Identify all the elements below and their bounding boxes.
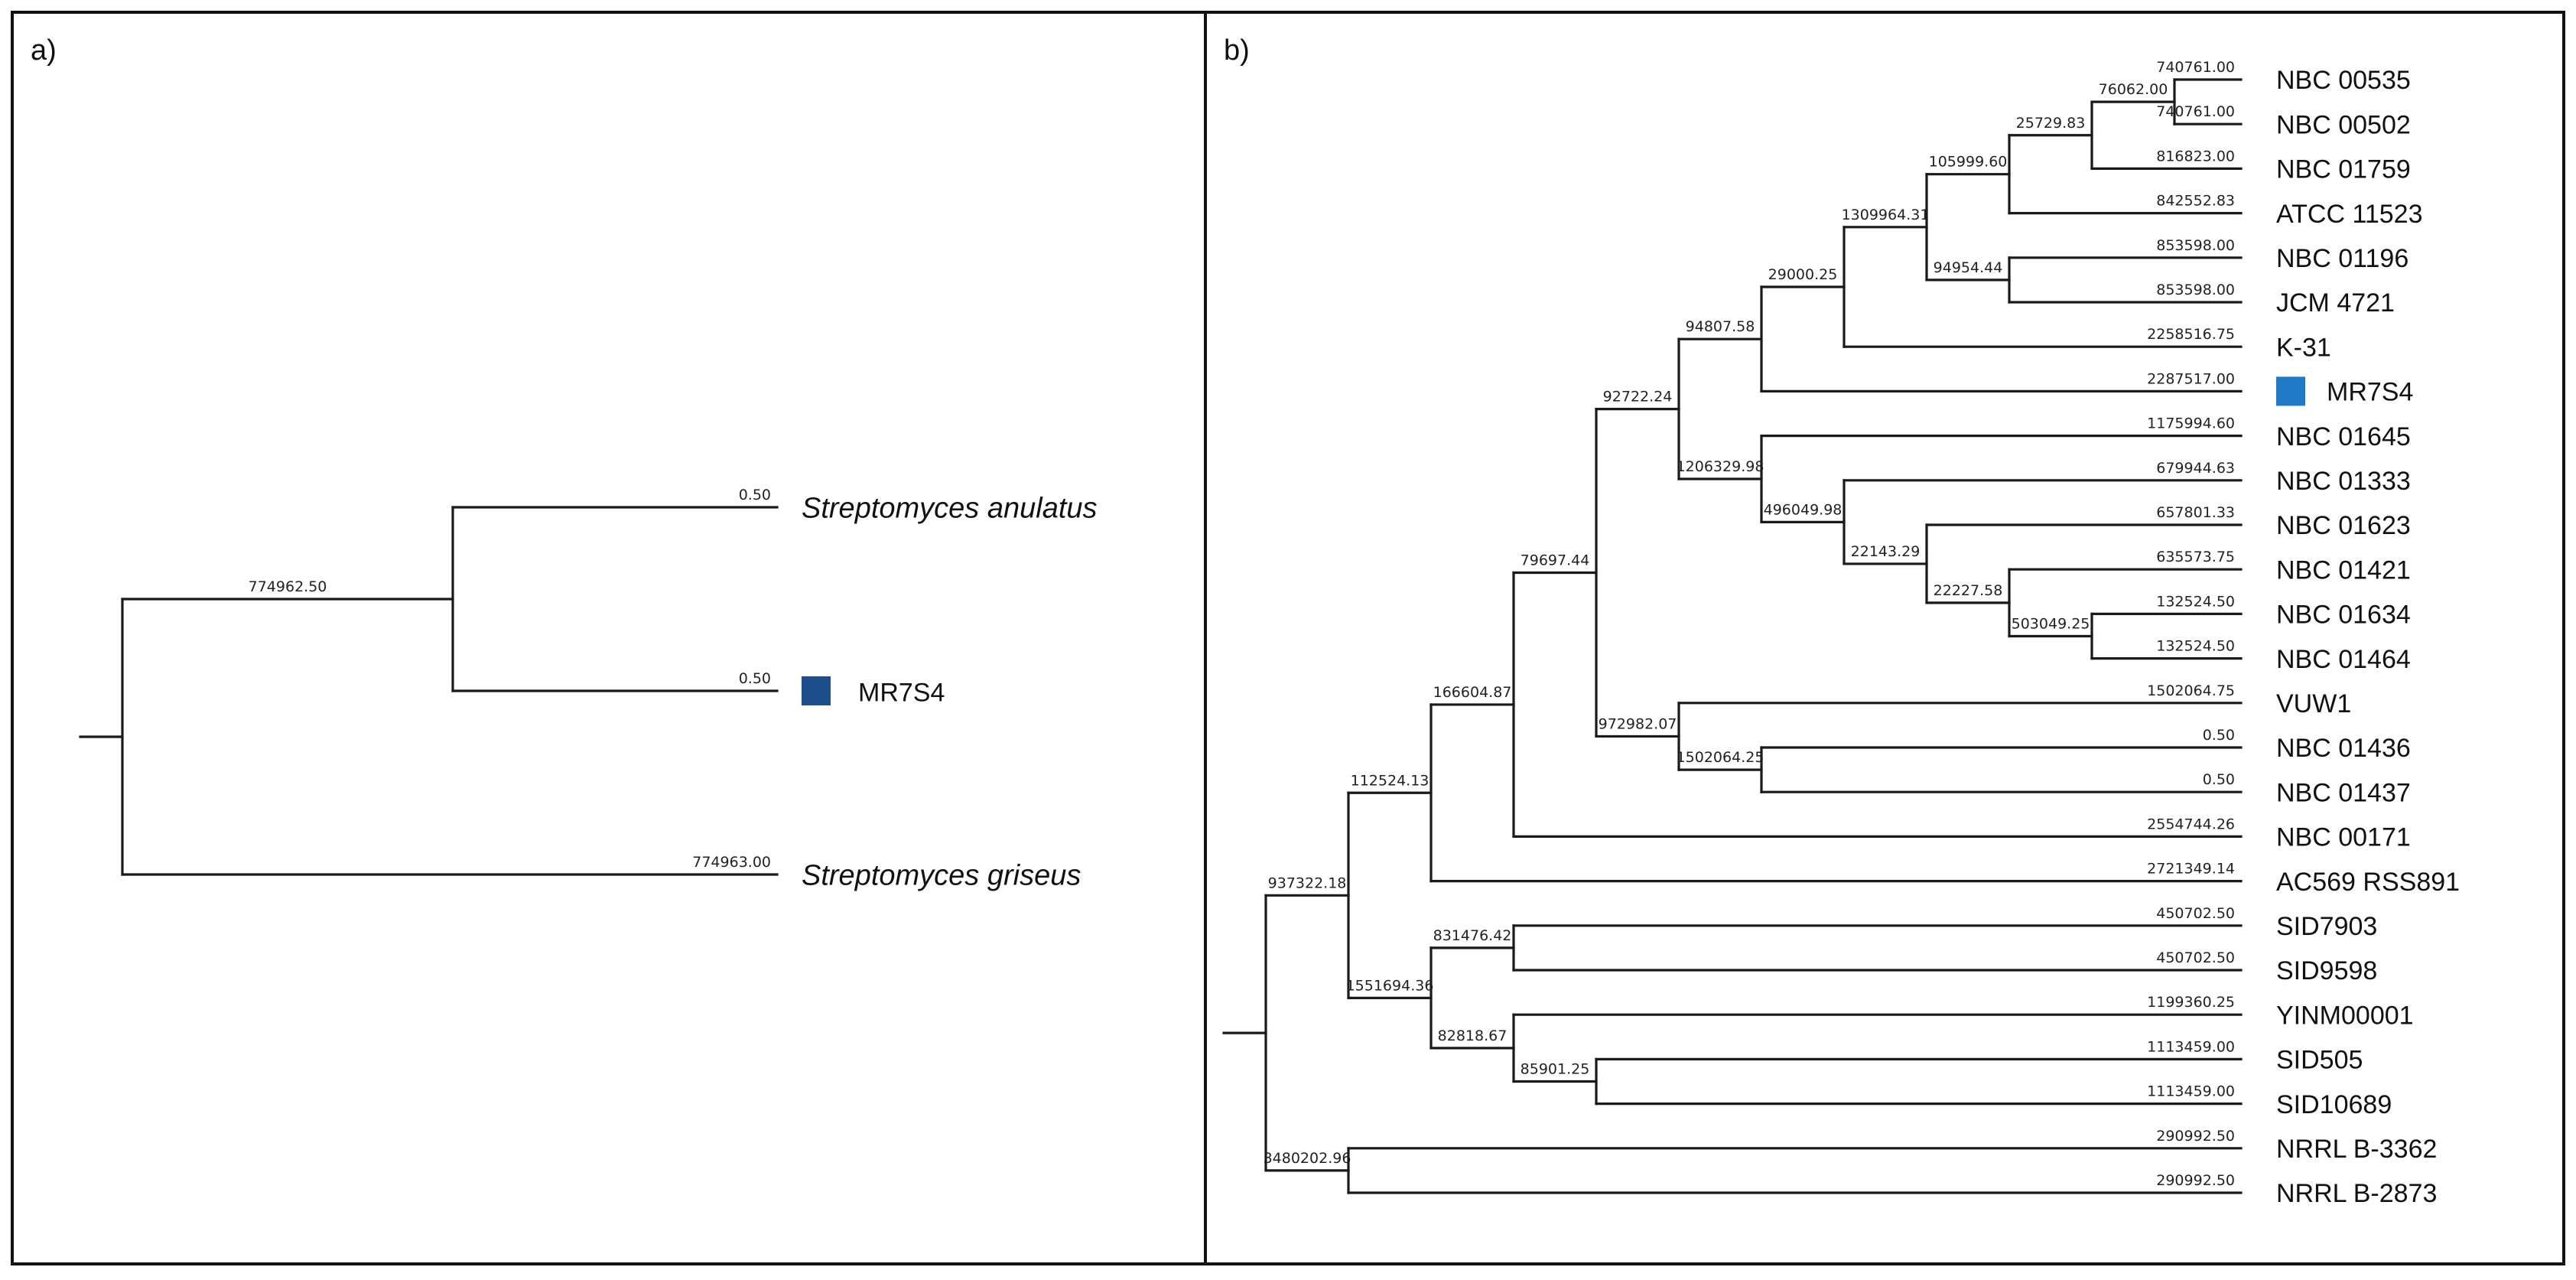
branch-length-label: 29000.25 xyxy=(1768,266,1838,283)
leaf-label-sid10689: SID10689 xyxy=(2276,1090,2392,1119)
leaf-label-jcm-4721: JCM 4721 xyxy=(2276,288,2395,318)
leaf-label-nbc-01623: NBC 01623 xyxy=(2276,511,2411,540)
branch-length-label: 2721349.14 xyxy=(2147,861,2235,878)
branch-length-label: 92722.24 xyxy=(1603,389,1673,405)
branch-length-label: 635573.75 xyxy=(2156,549,2235,565)
branch-length-label: 740761.00 xyxy=(2156,103,2235,120)
branch-length-label: 657801.33 xyxy=(2156,504,2235,521)
leaf-label-nbc-01634: NBC 01634 xyxy=(2276,601,2411,630)
branch-length-label: 450702.50 xyxy=(2156,949,2235,966)
leaf-label-ac569-rss891: AC569 RSS891 xyxy=(2276,868,2460,897)
branch-length-label: 82818.67 xyxy=(1438,1028,1508,1044)
leaf-label-nbc-01464: NBC 01464 xyxy=(2276,645,2411,674)
branch-length-label: 2554744.26 xyxy=(2147,816,2235,832)
branch-length-label: 112524.13 xyxy=(1351,772,1429,789)
branch-length-label: 76062.00 xyxy=(2099,81,2168,98)
branch-length-label: 831476.42 xyxy=(1433,927,1512,944)
leaf-label-nbc-01421: NBC 01421 xyxy=(2276,555,2411,585)
leaf-label-yinm00001: YINM00001 xyxy=(2276,1001,2414,1030)
leaf-label-nbc-00502: NBC 00502 xyxy=(2276,110,2411,139)
leaf-label-mr7s4: MR7S4 xyxy=(858,679,945,708)
branch-length-label: 22227.58 xyxy=(1934,582,2003,599)
leaf-label-atcc-11523: ATCC 11523 xyxy=(2276,200,2423,229)
branch-length-label: 740761.00 xyxy=(2156,59,2235,76)
branch-length-label: 166604.87 xyxy=(1433,684,1512,701)
branch-length-label: 853598.00 xyxy=(2156,237,2235,254)
branch-length-label: 853598.00 xyxy=(2156,282,2235,298)
branch-length-label: 22143.29 xyxy=(1851,543,1921,560)
branch-length-label: 1309964.31 xyxy=(1842,207,1930,223)
branch-length-label: 2287517.00 xyxy=(2147,370,2235,387)
panel-b-tree: 937322.18 112524.13 166604.87 79697.44 92722… xyxy=(1222,59,2460,1208)
branch-length-label: 94807.58 xyxy=(1686,318,1755,335)
branch-length-label: 972982.07 xyxy=(1599,715,1677,732)
branch-length-label: 816823.00 xyxy=(2156,148,2235,164)
branch-length-label: 1113459.00 xyxy=(2147,1038,2235,1055)
branch-length-label: 25729.83 xyxy=(2016,115,2086,132)
branch-length-label: 937322.18 xyxy=(1268,875,1347,891)
branch-length-label: 290992.50 xyxy=(2156,1128,2235,1145)
panel-a-label: a) xyxy=(31,34,57,67)
branch-length-label: 105999.60 xyxy=(1929,154,2008,171)
branch-length-label: 1206329.98 xyxy=(1677,458,1764,475)
branch-length-label: 132524.50 xyxy=(2156,593,2235,610)
panel-a-frame xyxy=(11,11,1207,1265)
leaf-label-nbc-01333: NBC 01333 xyxy=(2276,467,2411,496)
branch-length-label: 774963.00 xyxy=(692,854,771,871)
branch-length-label: 1113459.00 xyxy=(2147,1083,2235,1100)
branch-length-label: 842552.83 xyxy=(2156,193,2235,210)
branch-length-label: 290992.50 xyxy=(2156,1172,2235,1189)
leaf-label-mr7s4: MR7S4 xyxy=(2327,378,2413,407)
leaf-label-streptomyces-griseus: Streptomyces griseus xyxy=(802,860,1081,892)
leaf-label-sid7903: SID7903 xyxy=(2276,912,2377,941)
branch-length-label: 3480202.96 xyxy=(1264,1150,1351,1167)
branch-length-label: 0.50 xyxy=(739,670,771,687)
panel-b-frame xyxy=(1204,11,2565,1265)
branch-length-label: 0.50 xyxy=(739,487,771,503)
leaf-label-nrrl-b-2873: NRRL B-2873 xyxy=(2276,1179,2437,1208)
branch-length-label: 0.50 xyxy=(2203,771,2235,788)
branch-length-label: 1199360.25 xyxy=(2147,994,2235,1011)
branch-length-label: 1551694.36 xyxy=(1346,977,1434,994)
highlight-square-marker xyxy=(802,676,831,705)
leaf-label-sid505: SID505 xyxy=(2276,1046,2363,1075)
leaf-label-nbc-01436: NBC 01436 xyxy=(2276,734,2411,763)
leaf-label-vuw1: VUW1 xyxy=(2276,689,2351,718)
branch-length-label: 450702.50 xyxy=(2156,905,2235,922)
branch-length-label: 132524.50 xyxy=(2156,638,2235,655)
branch-length-label: 79697.44 xyxy=(1521,552,1590,569)
leaf-label-k-31: K-31 xyxy=(2276,333,2331,362)
leaf-label-nbc-00171: NBC 00171 xyxy=(2276,823,2411,852)
branch-length-label: 1502064.25 xyxy=(1677,749,1764,766)
leaf-label-nbc-01437: NBC 01437 xyxy=(2276,778,2411,807)
branch-length-label: 503049.25 xyxy=(2012,616,2090,633)
branch-length-label: 496049.98 xyxy=(1764,501,1843,518)
branch-length-label: 85901.25 xyxy=(1521,1061,1590,1078)
panel-b-label: b) xyxy=(1224,34,1250,67)
leaf-label-streptomyces-anulatus: Streptomyces anulatus xyxy=(802,493,1098,525)
leaf-label-nbc-01759: NBC 01759 xyxy=(2276,155,2411,184)
highlight-square-marker xyxy=(2276,376,2305,406)
branch-length-label: 1502064.75 xyxy=(2147,682,2235,699)
branch-length-label: 2258516.75 xyxy=(2147,326,2235,343)
leaf-label-nbc-01645: NBC 01645 xyxy=(2276,422,2411,451)
leaf-label-nrrl-b-3362: NRRL B-3362 xyxy=(2276,1135,2437,1164)
leaf-label-sid9598: SID9598 xyxy=(2276,956,2377,985)
branch-length-label: 679944.63 xyxy=(2156,460,2235,477)
branch-length-label: 1175994.60 xyxy=(2147,415,2235,432)
leaf-label-nbc-00535: NBC 00535 xyxy=(2276,66,2411,95)
branch-length-label: 94954.44 xyxy=(1934,259,2003,276)
branch-length-label: 0.50 xyxy=(2203,727,2235,744)
branch-length-label: 774962.50 xyxy=(249,578,327,595)
leaf-label-nbc-01196: NBC 01196 xyxy=(2276,244,2408,273)
